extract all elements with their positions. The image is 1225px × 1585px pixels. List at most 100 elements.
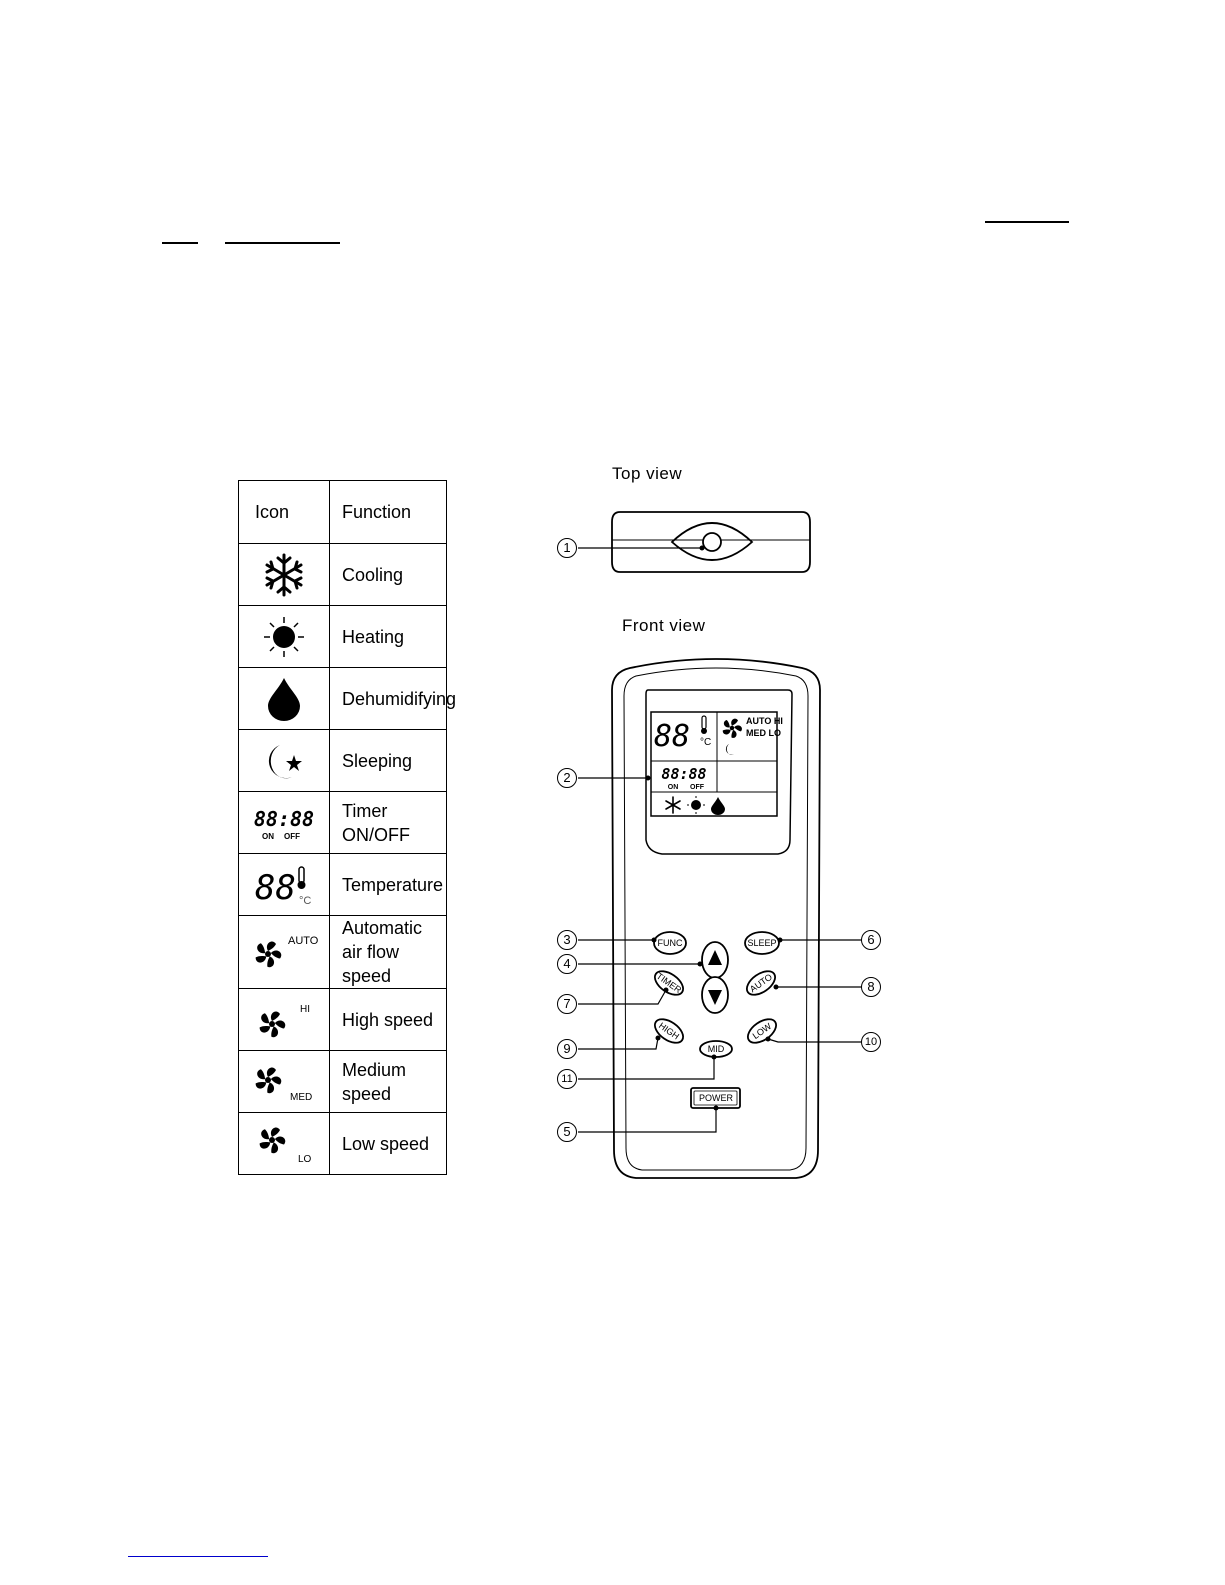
timer-button[interactable]: TIMER [651,966,688,999]
up-arrow-button[interactable] [701,941,729,979]
top-view-body [611,511,811,573]
callout-10: 10 [861,1032,881,1052]
high-button[interactable]: HIGH [651,1014,688,1047]
function-line: ON/OFF [342,824,410,845]
fan-lo-icon: LO [238,1112,330,1175]
callout-8: 8 [861,977,881,997]
sleep-button-label: SLEEP [747,938,776,948]
function-label: Temperature [329,853,447,916]
table-row: LO Low speed [238,1112,447,1175]
callout-4: 4 [557,954,577,974]
callout-5: 5 [557,1122,577,1142]
auto-label: AUTO [288,935,318,947]
function-label: Low speed [329,1112,447,1175]
function-label: Medium speed [329,1050,447,1113]
fan-hi-icon: HI [238,988,330,1051]
function-line: Low speed [342,1133,430,1154]
callout-6: 6 [861,930,881,950]
function-label: Cooling [329,543,447,606]
top-view-label: Top view [612,464,683,483]
low-button[interactable]: LOW [744,1014,781,1047]
function-label: Automatic air flow speed [329,915,447,989]
callout-11: 11 [557,1069,577,1089]
snowflake-icon [238,543,330,606]
func-button-label: FUNC [658,938,683,948]
remote-diagram: 88 °C AUTO HI MED LO 88:88 ON OFF FUNC S… [578,511,862,1179]
table-row: AUTO Automatic air flow speed [238,915,447,989]
temperature-display-icon: 88 °C [238,853,330,916]
function-label: Dehumidifying [329,667,456,730]
power-button[interactable]: POWER [690,1087,741,1109]
sun-icon [238,605,330,668]
lcd-fan-icon [722,718,742,738]
timer-off-label: OFF [284,832,300,841]
moon-star-icon [238,729,330,792]
lcd-off-label: OFF [690,784,705,791]
power-button-label: POWER [699,1093,734,1103]
table-row: Cooling [238,543,447,606]
lcd-speeds-line1: AUTO HI [746,716,783,726]
function-line: air flow speed [342,942,400,986]
function-label: Heating [329,605,447,668]
med-label: MED [290,1092,312,1103]
lcd-temperature-digits: 88 [654,719,690,754]
callout-dots [645,775,783,1111]
front-view-label: Front view [622,616,706,635]
lcd-on-label: ON [668,784,679,791]
callout-leaders [578,777,862,1133]
function-line: Sleeping [342,750,413,771]
table-header-row: Icon Function [238,480,447,544]
table-row: 88 °C Temperature [238,853,447,916]
temperature-digits: 88 [255,868,296,907]
function-line: Timer [342,800,388,821]
timer-digits: 88:88 [254,807,314,831]
function-line: Medium [342,1059,407,1080]
table-row: MED Medium speed [238,1050,447,1113]
header-underline-2 [162,242,198,244]
func-button[interactable]: FUNC [653,931,687,955]
timer-on-label: ON [262,832,274,841]
icon-function-table: Icon Function Cooling [238,480,456,1175]
sleep-button[interactable]: SLEEP [744,931,780,955]
function-line: High speed [342,1009,434,1030]
mid-button[interactable]: MID [699,1040,733,1058]
mid-button-label: MID [708,1044,725,1054]
up-arrow-icon [708,950,722,965]
function-label: Sleeping [329,729,447,792]
callout-9: 9 [557,1039,577,1059]
lcd-celsius: °C [700,737,711,748]
icon-column-header: Icon [238,480,330,544]
auto-button[interactable]: AUTO [743,966,780,999]
hi-label: HI [300,1004,310,1015]
ir-emitter [702,532,722,552]
fan-auto-icon: AUTO [238,915,330,989]
down-arrow-icon [708,990,722,1005]
lcd-sun-icon [687,796,705,814]
down-arrow-button[interactable] [701,976,729,1014]
celsius-label: °C [299,895,311,907]
function-line: Heating [342,626,405,647]
callout-1: 1 [557,538,577,558]
table-row: Sleeping [238,729,447,792]
function-column-header: Function [329,480,447,544]
front-view-body [611,658,821,1179]
lcd-screen [650,711,778,817]
lo-label: LO [298,1154,312,1165]
callout-3: 3 [557,930,577,950]
callout-7: 7 [557,994,577,1014]
table-row: HI High speed [238,988,447,1051]
lcd-droplet-icon [711,797,725,815]
table-row: Heating [238,605,447,668]
function-label: Timer ON/OFF [329,791,447,854]
function-line: Temperature [342,874,444,895]
droplet-icon [238,667,330,730]
callout-2: 2 [557,768,577,788]
function-label: High speed [329,988,447,1051]
table-row: 88:88 ON OFF Timer ON/OFF [238,791,447,854]
lcd-speeds-line2: MED LO [746,728,781,738]
header-underline-3 [225,242,340,244]
footnote-separator [128,1556,268,1557]
timer-display-icon: 88:88 ON OFF [238,791,330,854]
function-line: speed [342,1083,392,1104]
fan-med-icon: MED [238,1050,330,1113]
